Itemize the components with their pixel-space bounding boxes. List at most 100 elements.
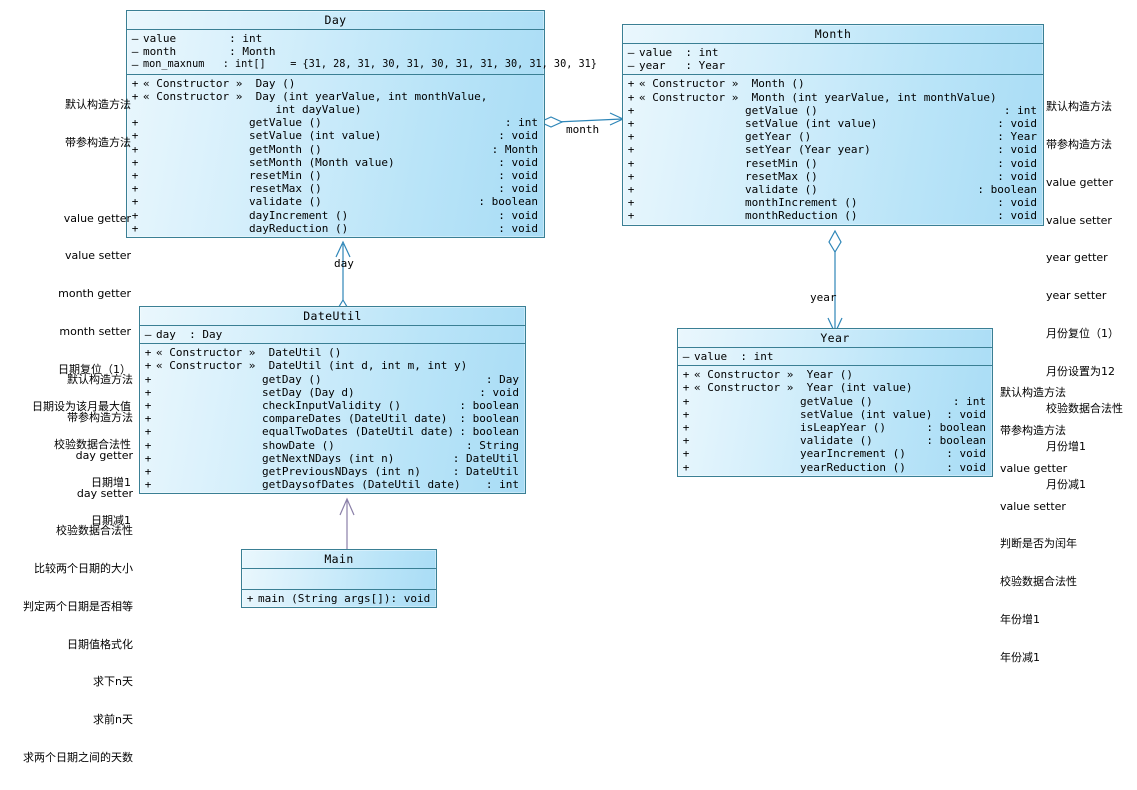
visibility: + (627, 183, 635, 197)
signature: resetMin () (639, 156, 818, 170)
signature: validate () (639, 183, 818, 197)
signature: getNextNDays (int n) (156, 451, 395, 465)
class-box-year[interactable]: Year –value : int +« Constructor » Year … (677, 328, 993, 477)
annotation-line: year setter (1046, 289, 1107, 303)
return-type: : Day (485, 372, 519, 386)
return-type: : void (946, 407, 986, 421)
visibility: + (627, 143, 635, 157)
visibility: + (144, 399, 152, 413)
edge-month-year (827, 229, 843, 335)
signature: « Constructor » Month () (639, 77, 805, 91)
visibility: + (131, 169, 139, 183)
visibility: + (682, 447, 690, 461)
operation-row: + « Constructor » Month () (623, 77, 1043, 90)
annotation-line: 月份复位（1） (1046, 326, 1119, 340)
annotation-line: 年份增1 (1000, 612, 1040, 626)
return-type: : boolean (478, 195, 538, 209)
annotation-line: 月份增1 (1046, 440, 1086, 454)
operation-row: + resetMin (): void (623, 157, 1043, 170)
operation-row: +main (String args[]): void (242, 592, 436, 605)
visibility: – (627, 59, 635, 73)
return-type: : boolean (926, 434, 986, 448)
annotations-dateutil: 默认构造方法 带参构造方法 day getter day setter 校验数据… (0, 349, 133, 790)
visibility: + (627, 117, 635, 131)
return-type: : Year (997, 130, 1037, 144)
visibility: + (627, 77, 635, 91)
return-type: : void (946, 460, 986, 474)
attribute-row: – month : Month (127, 45, 544, 58)
return-type: : void (498, 169, 538, 183)
operation-row: + getNextNDays (int n): DateUtil (140, 452, 525, 465)
attribute-row: –value : int (678, 350, 992, 363)
annotation-line: 日期复位（1） (58, 362, 131, 376)
visibility: + (144, 478, 152, 492)
return-type: : void (498, 182, 538, 196)
class-box-month[interactable]: Month –value : int –year : Year +« Const… (622, 24, 1044, 226)
attribute-row: – mon_maxnum : int[] = {31, 28, 31, 30, … (127, 58, 597, 71)
annotation-line: 日期减1 (91, 513, 131, 527)
signature: validate () (143, 195, 322, 209)
visibility: + (246, 592, 254, 605)
annotation-line: 求下n天 (93, 675, 133, 689)
signature: value : int (143, 32, 263, 45)
visibility: + (627, 196, 635, 210)
visibility: + (627, 130, 635, 144)
signature: checkInputValidity () (156, 399, 402, 413)
operation-row: + getDay (): Day (140, 373, 525, 386)
annotation-line: 带参构造方法 (65, 135, 131, 149)
class-title-day: Day (127, 11, 544, 30)
signature: « Constructor » Year () (694, 368, 853, 382)
visibility: + (144, 451, 152, 465)
visibility: + (131, 142, 139, 156)
signature: setValue (int value) (639, 117, 878, 131)
operation-row: + dayReduction (): void (127, 222, 544, 235)
operation-row: + resetMax (): void (127, 182, 544, 195)
return-type: : boolean (459, 399, 519, 413)
annotation-line: month setter (59, 324, 131, 338)
annotation-line (0, 175, 131, 188)
annotation-line: 比较两个日期的大小 (34, 562, 133, 576)
operation-row: +« Constructor » DateUtil () (140, 346, 525, 359)
operation-row: + dayIncrement (): void (127, 209, 544, 222)
class-operations-month: + « Constructor » Month () + « Constructor… (623, 75, 1043, 224)
annotation-line: 校验数据合法性 (56, 524, 133, 538)
attribute-row: – value : int (127, 32, 544, 45)
signature: compareDates (DateUtil date) (156, 412, 448, 426)
return-type: : Month (491, 142, 538, 156)
signature: « Constructor » Day () (143, 76, 296, 90)
annotation-line: 求前n天 (93, 713, 133, 727)
annotation-line: year getter (1046, 251, 1108, 265)
attribute-row: –year : Year (623, 59, 1043, 72)
return-type: : boolean (459, 425, 519, 439)
return-type: : boolean (926, 421, 986, 435)
signature: dayIncrement () (143, 208, 349, 222)
signature: « Constructor » Year (int value) (694, 381, 913, 395)
annotation-line: 判断是否为闰年 (1000, 537, 1077, 551)
signature: « Constructor » Day (int yearValue, int … (143, 89, 488, 103)
visibility: + (627, 169, 635, 183)
signature: value : int (694, 350, 774, 363)
class-box-dateutil[interactable]: DateUtil –day : Day +« Constructor » Dat… (139, 306, 526, 495)
return-type: : void (946, 447, 986, 461)
class-box-main[interactable]: Main +main (String args[]): void (241, 549, 437, 609)
operation-row: + getYear () : Year (623, 130, 1043, 143)
class-box-day[interactable]: Day – value : int – month : Month – mon_… (126, 10, 597, 239)
operation-row: +« Constructor » Year (int value) (678, 381, 992, 394)
signature: equalTwoDates (DateUtil date) (156, 425, 455, 439)
class-attributes-year: –value : int (678, 348, 992, 367)
return-type: : void (498, 208, 538, 222)
class-operations-main: +main (String args[]): void (242, 590, 436, 607)
annotation-line: 日期设为该月最大值 (32, 400, 131, 414)
operation-row: + isLeapYear (): boolean (678, 421, 992, 434)
visibility: + (682, 368, 690, 382)
annotation-line: day setter (76, 486, 133, 500)
signature: month : Month (143, 45, 276, 59)
visibility: + (144, 359, 152, 373)
annotation-line: 求两个日期之间的天数 (23, 751, 133, 764)
class-title-month: Month (623, 25, 1043, 44)
operation-row: + getValue (): int (127, 116, 544, 129)
operation-row: +« Constructor » Day () (127, 77, 544, 90)
signature: getYear () (639, 130, 812, 144)
operation-row: + setValue (int value): void (623, 117, 1043, 130)
annotation-line: 带参构造方法 (67, 410, 133, 424)
